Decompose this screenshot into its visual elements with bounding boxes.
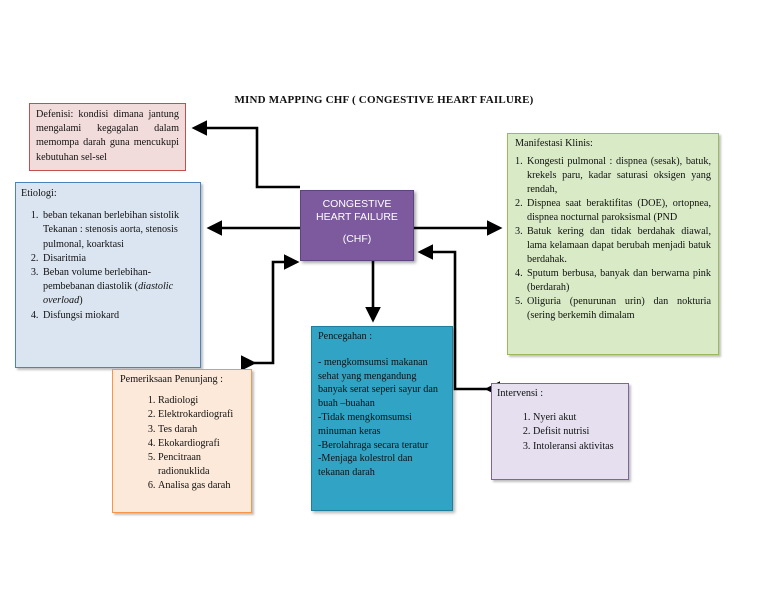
etiologi-item: Beban volume berlebihan-pembebanan diast… bbox=[41, 266, 195, 309]
manifestasi-item-number: 5. bbox=[515, 296, 523, 307]
arrow-to-defenisi bbox=[191, 120, 300, 189]
center-line-1: CONGESTIVE bbox=[322, 198, 392, 210]
pencegahan-box: Pencegahan : - mengkomsumsi makanan seha… bbox=[311, 326, 453, 511]
pencegahan-item: -Menjaga kolestrol dan tekanan darah bbox=[318, 453, 413, 479]
manifestasi-heading: Manifestasi Klinis: bbox=[515, 138, 593, 149]
pemeriksaan-item: Radiologi bbox=[158, 394, 244, 408]
manifestasi-item-text: Kongesti pulmonal : dispnea (sesak), bat… bbox=[527, 156, 711, 195]
page-title: MIND MAPPING CHF ( CONGESTIVE HEART FAIL… bbox=[234, 94, 534, 106]
pemeriksaan-item: Ekokardiografi bbox=[158, 437, 244, 451]
defenisi-text: Defenisi: kondisi dimana jantung mengala… bbox=[36, 109, 179, 163]
pencegahan-item: -Tidak mengkomsumsi minuman keras bbox=[318, 411, 412, 437]
etiologi-heading: Etiologi: bbox=[21, 188, 57, 199]
etiologi-item-text: Beban volume berlebihan-pembebanan diast… bbox=[43, 267, 152, 293]
manifestasi-item-text: Sputum berbusa, banyak dan berwarna pink… bbox=[527, 268, 711, 293]
manifestasi-item-number: 1. bbox=[515, 156, 523, 167]
center-line-3: (CHF) bbox=[342, 233, 372, 245]
manifestasi-item-text: Batuk kering dan tidak berdahak diawal, … bbox=[527, 226, 711, 265]
intervensi-item: Defisit nutrisi bbox=[533, 425, 623, 439]
center-node: CONGESTIVE HEART FAILURE (CHF) bbox=[300, 190, 414, 261]
intervensi-box: Intervensi : Nyeri akut Defisit nutrisi … bbox=[491, 383, 629, 480]
etiologi-item: beban tekanan berlebihan sistolik Tekana… bbox=[41, 209, 195, 252]
manifestasi-item: 1. Kongesti pulmonal : dispnea (sesak), b… bbox=[515, 155, 711, 197]
pemeriksaan-box: Pemeriksaan Penunjang : Radiologi Elektr… bbox=[112, 369, 252, 513]
etiologi-item: Disfungsi miokard bbox=[41, 309, 195, 323]
manifestasi-box: Manifestasi Klinis: 1. Kongesti pulmonal … bbox=[507, 133, 719, 355]
intervensi-item: Nyeri akut bbox=[533, 411, 623, 425]
defenisi-box: Defenisi: kondisi dimana jantung mengala… bbox=[29, 103, 186, 171]
etiologi-box: Etiologi: beban tekanan berlebihan sisto… bbox=[15, 182, 201, 368]
pemeriksaan-item: Tes darah bbox=[158, 423, 244, 437]
pemeriksaan-item: Analisa gas darah bbox=[158, 479, 244, 493]
center-line-2: HEART FAILURE bbox=[316, 211, 398, 223]
pencegahan-item: -Berolahraga secara teratur bbox=[318, 439, 429, 451]
manifestasi-item-text: Dispnea saat beraktifitas (DOE), ortopne… bbox=[527, 198, 711, 223]
intervensi-heading: Intervensi : bbox=[497, 388, 544, 399]
manifestasi-item: 3. Batuk kering dan tidak berdahak diawal… bbox=[515, 225, 711, 267]
etiologi-item-end: ) bbox=[79, 295, 83, 307]
pencegahan-heading: Pencegahan : bbox=[318, 331, 373, 342]
manifestasi-item: 4. Sputum berbusa, banyak dan berwarna pi… bbox=[515, 267, 711, 295]
arrow-intervensi-link bbox=[417, 244, 500, 397]
arrow-pemeriksaan-link bbox=[241, 254, 300, 371]
etiologi-item: Disaritmia bbox=[41, 252, 195, 266]
intervensi-item: Intoleransi aktivitas bbox=[533, 440, 623, 454]
manifestasi-item-number: 3. bbox=[515, 226, 523, 237]
manifestasi-item: 5. Oliguria (penurunan urin) dan nokturia… bbox=[515, 295, 711, 323]
pencegahan-item: - mengkomsumsi makanan sehat yang mengan… bbox=[318, 356, 438, 410]
manifestasi-item-text: Oliguria (penurunan urin) dan nokturia (… bbox=[527, 296, 711, 321]
etiologi-item-italic: diastolic overload bbox=[43, 281, 174, 307]
pemeriksaan-item: Pencitraan radionuklida bbox=[158, 451, 244, 479]
manifestasi-item-number: 4. bbox=[515, 268, 523, 279]
pemeriksaan-item: Elektrokardiografi bbox=[158, 408, 244, 422]
pemeriksaan-heading: Pemeriksaan Penunjang : bbox=[120, 374, 223, 385]
manifestasi-item: 2. Dispnea saat beraktifitas (DOE), ortop… bbox=[515, 197, 711, 225]
manifestasi-item-number: 2. bbox=[515, 198, 523, 209]
